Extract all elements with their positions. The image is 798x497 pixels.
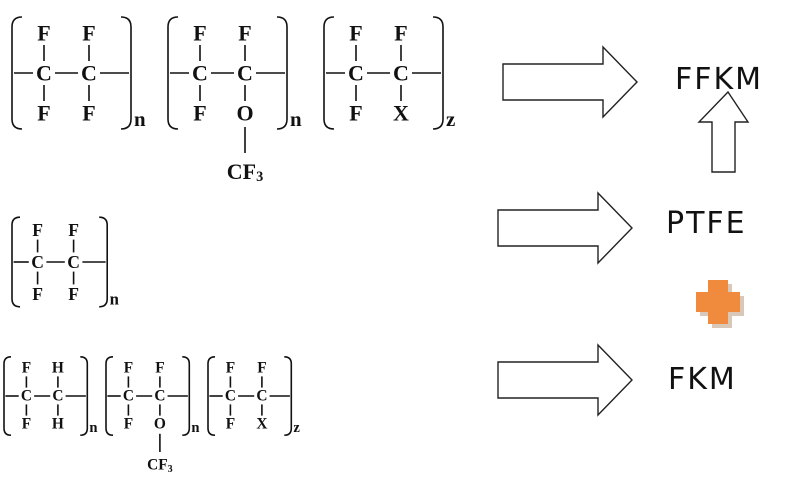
arrow-icon-fkm	[497, 343, 633, 417]
substituent-atom: F	[22, 360, 31, 377]
substituent-atom: F	[226, 416, 235, 433]
carbon-atom: C	[192, 61, 208, 86]
carbon-atom: C	[31, 252, 44, 272]
substituent-atom: F	[193, 21, 206, 46]
substituent-atom: F	[37, 21, 50, 46]
pendant-group: CF3	[147, 456, 173, 474]
substituent-atom: F	[32, 220, 43, 240]
substituent-atom: F	[394, 21, 407, 46]
repeat-subscript: n	[191, 420, 199, 436]
substituent-atom: X	[393, 101, 409, 126]
pendant-group: CF3	[227, 159, 263, 186]
substituent-atom: H	[52, 360, 64, 377]
label-ptfe: PTFE	[666, 206, 747, 241]
plus-icon	[696, 280, 744, 328]
substituent-atom: F	[124, 416, 133, 433]
substituent-atom: F	[32, 284, 43, 304]
bracket-left	[207, 356, 216, 436]
arrow-icon-ffkm	[502, 45, 638, 119]
substituent-atom: F	[257, 360, 266, 377]
arrow-icon-ptfe	[497, 191, 633, 265]
bracket-right	[284, 356, 293, 436]
label-fkm: FKM	[668, 362, 737, 397]
carbon-atom: C	[393, 61, 409, 86]
substituent-atom: O	[236, 101, 253, 126]
carbon-atom: C	[21, 388, 32, 405]
substituent-atom: O	[154, 416, 166, 433]
substituent-atom: F	[22, 416, 31, 433]
carbon-atom: C	[81, 61, 97, 86]
substituent-atom: F	[349, 101, 362, 126]
bracket-left	[3, 356, 12, 436]
substituent-atom: F	[37, 101, 50, 126]
bracket-right	[80, 356, 89, 436]
substituent-atom: F	[68, 284, 79, 304]
bracket-right	[432, 16, 444, 130]
carbon-atom: C	[52, 388, 63, 405]
bracket-right	[99, 216, 108, 308]
repeat-subscript: n	[134, 107, 146, 131]
bracket-right	[182, 356, 191, 436]
bracket-right	[276, 16, 288, 130]
repeat-subscript: z	[293, 420, 300, 436]
substituent-atom: F	[193, 101, 206, 126]
substituent-atom: F	[82, 101, 95, 126]
substituent-atom: F	[238, 21, 251, 46]
carbon-atom: C	[256, 388, 267, 405]
arrow-icon-up	[697, 90, 750, 173]
carbon-atom: C	[348, 61, 364, 86]
repeat-subscript: z	[446, 107, 455, 131]
carbon-atom: C	[225, 388, 236, 405]
bracket-right	[120, 16, 132, 130]
carbon-atom: C	[154, 388, 165, 405]
substituent-atom: F	[226, 360, 235, 377]
bracket-left	[323, 16, 335, 130]
substituent-atom: X	[256, 416, 267, 433]
carbon-atom: C	[237, 61, 253, 86]
bracket-left	[167, 16, 179, 130]
bracket-left	[11, 216, 21, 308]
carbon-atom: C	[123, 388, 134, 405]
label-ffkm: FFKM	[675, 62, 763, 97]
substituent-atom: F	[155, 360, 164, 377]
substituent-atom: F	[82, 21, 95, 46]
repeat-subscript: n	[290, 107, 302, 131]
substituent-atom: H	[52, 416, 64, 433]
substituent-atom: F	[68, 220, 79, 240]
bracket-left	[105, 356, 114, 436]
bracket-left	[11, 16, 23, 130]
carbon-atom: C	[67, 252, 80, 272]
repeat-subscript: n	[89, 420, 97, 436]
repeat-subscript: n	[110, 289, 120, 308]
substituent-atom: F	[124, 360, 133, 377]
carbon-atom: C	[36, 61, 52, 86]
substituent-atom: F	[349, 21, 362, 46]
